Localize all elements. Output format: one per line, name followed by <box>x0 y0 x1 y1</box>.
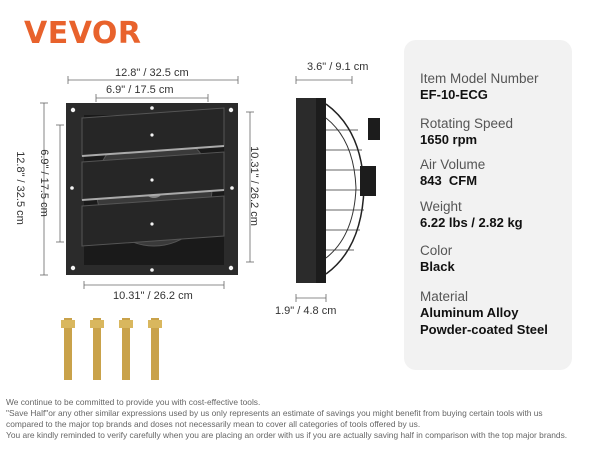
anchor-screws <box>61 318 162 380</box>
spec-speed-label: Rotating Speed <box>420 116 514 131</box>
side-view <box>296 98 380 283</box>
front-inner-width-label: 6.9" / 17.5 cm <box>106 84 174 96</box>
spec-air-volume-label: Air Volume <box>420 157 486 172</box>
spec-weight-label: Weight <box>420 199 462 214</box>
front-bottom-width-label: 10.31" / 26.2 cm <box>113 290 193 302</box>
spec-model-label: Item Model Number <box>420 71 539 86</box>
disclaimer: We continue to be committed to provide y… <box>6 397 598 441</box>
front-height-label: 12.8" / 32.5 cm <box>13 151 26 225</box>
spec-card: Item Model Number EF-10-ECG Rotating Spe… <box>404 40 572 370</box>
disclaimer-line: compared to the major top brands and dos… <box>6 419 421 429</box>
front-right-height-label: 10.31" / 26.2 cm <box>247 146 260 226</box>
side-depth-top-label: 3.6" / 9.1 cm <box>307 61 369 73</box>
spec-model-value: EF-10-ECG <box>420 87 488 102</box>
side-depth-bottom-label: 1.9" / 4.8 cm <box>275 305 337 317</box>
spec-color: Color Black <box>420 243 455 275</box>
spec-color-label: Color <box>420 243 453 258</box>
dimension-lines <box>40 76 353 302</box>
spec-weight: Weight 6.22 lbs / 2.82 kg <box>420 199 523 231</box>
spec-material-value: Aluminum Alloy <box>420 305 519 320</box>
spec-material-label: Material <box>420 289 469 304</box>
front-inner-height-label: 6.9" / 17.5 cm <box>37 149 50 217</box>
disclaimer-line: We continue to be committed to provide y… <box>6 397 261 407</box>
spec-material: Material Aluminum Alloy Powder-coated St… <box>420 289 548 338</box>
spec-speed-value: 1650 rpm <box>420 132 478 147</box>
front-view <box>66 103 238 275</box>
spec-model: Item Model Number EF-10-ECG <box>420 71 539 103</box>
spec-air-volume-value: 843 CFM <box>420 173 478 188</box>
spec-material-value-2: Powder-coated Steel <box>420 322 548 337</box>
vevor-logo: VEVOR <box>24 16 142 51</box>
disclaimer-line: You are kindly reminded to verify carefu… <box>6 430 568 440</box>
spec-weight-value: 6.22 lbs / 2.82 kg <box>420 215 523 230</box>
spec-speed: Rotating Speed 1650 rpm <box>420 116 513 148</box>
spec-color-value: Black <box>420 259 455 274</box>
front-width-label: 12.8" / 32.5 cm <box>115 67 189 79</box>
disclaimer-line: "Save Half"or any other similar expressi… <box>6 408 543 418</box>
spec-air-volume: Air Volume 843 CFM <box>420 157 485 189</box>
